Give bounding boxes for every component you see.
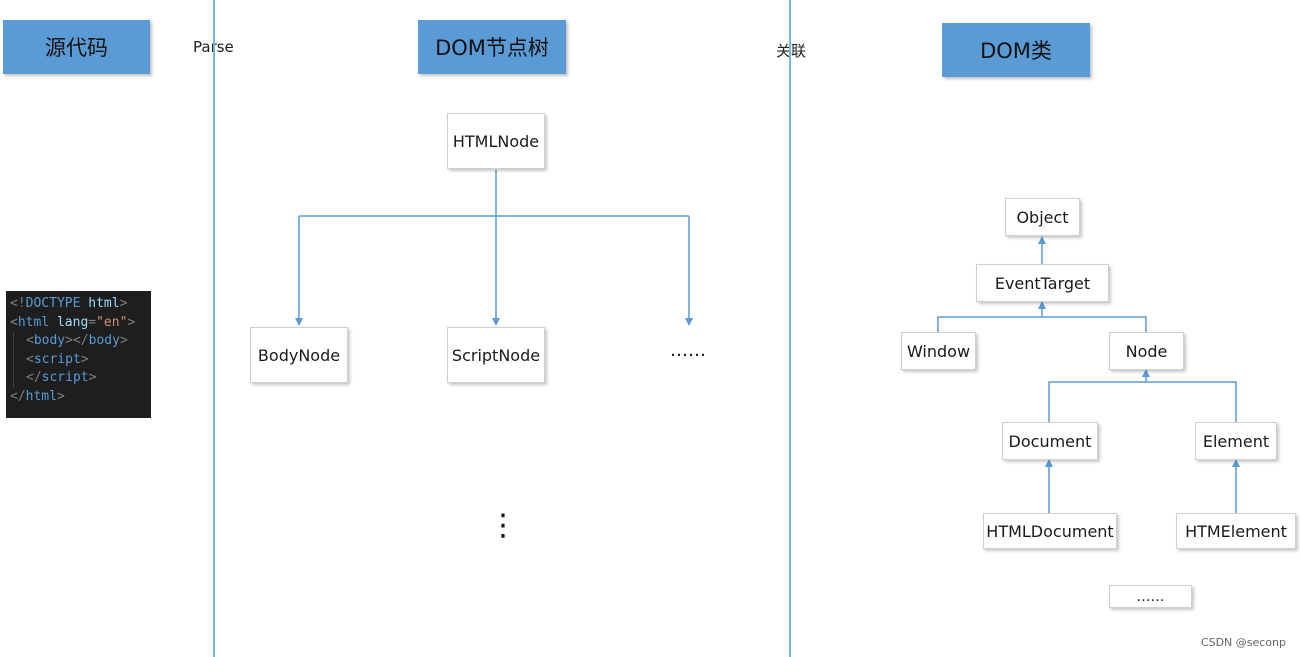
class-node-eventtarget: EventTarget: [976, 264, 1109, 302]
source-code-panel: <!DOCTYPE html> <html lang="en"> <body><…: [6, 291, 151, 418]
tree-node-html: HTMLNode: [447, 113, 545, 169]
code-line-script-close: </script>: [6, 369, 151, 388]
tree-more-vertical: ⋮: [488, 508, 518, 543]
class-node-node: Node: [1109, 332, 1184, 370]
watermark: CSDN @seconp: [1200, 636, 1286, 649]
tree-node-more: ……: [670, 340, 706, 361]
code-line-html-open: <html lang="en">: [10, 314, 136, 330]
header-dom-classes: DOM类: [942, 23, 1090, 77]
header-dom-node-tree: DOM节点树: [418, 20, 566, 74]
code-line-doctype: <!DOCTYPE html>: [10, 296, 128, 311]
relate-label: 关联: [776, 42, 807, 60]
class-node-window: Window: [901, 332, 976, 370]
class-node-htmlelement: HTMElement: [1176, 513, 1296, 549]
class-node-htmldocument: HTMLDocument: [983, 513, 1117, 549]
tree-node-script: ScriptNode: [447, 327, 545, 383]
header-source-code: 源代码: [3, 20, 150, 74]
class-edge-document-element-bar: [1048, 381, 1237, 422]
class-node-object: Object: [1005, 198, 1080, 236]
tree-node-body: BodyNode: [250, 327, 348, 383]
code-line-html-close: </html>: [10, 388, 65, 404]
divider-right: [789, 0, 791, 657]
class-node-document: Document: [1002, 422, 1098, 460]
code-line-body: <body></body>: [6, 332, 151, 351]
class-node-element: Element: [1195, 422, 1277, 460]
class-edge-window-node-bar: [937, 316, 1147, 332]
divider-left: [213, 0, 215, 657]
class-node-more: ……: [1109, 585, 1192, 608]
code-line-script-open: <script>: [6, 350, 151, 370]
